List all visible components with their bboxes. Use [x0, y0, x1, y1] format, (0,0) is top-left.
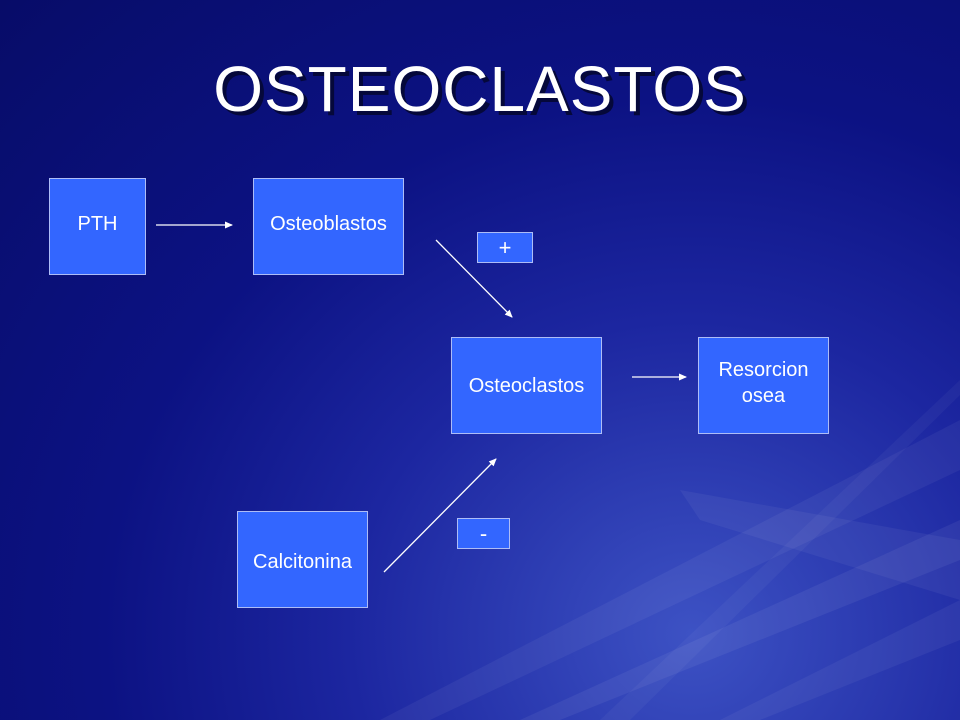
- node-resorcion-label-line2: osea: [741, 384, 786, 407]
- node-osteoblastos: Osteoblastos: [253, 178, 404, 275]
- node-osteoclastos-label: Osteoclastos: [468, 374, 585, 397]
- node-calcitonina-label: Calcitonina: [253, 550, 352, 573]
- arrow-osteoblastos-to-osteoclastos: [435, 239, 513, 318]
- inhibit-sign-label: -: [479, 520, 488, 546]
- inhibit-sign: -: [457, 518, 510, 549]
- node-osteoblastos-label: Osteoblastos: [270, 212, 387, 235]
- node-resorcion-osea: Resorcion osea: [698, 337, 829, 434]
- slide-title: OSTEOCLASTOS: [213, 53, 747, 125]
- node-osteoclastos: Osteoclastos: [451, 337, 602, 434]
- stimulate-sign-label: +: [498, 234, 512, 260]
- node-pth: PTH: [49, 178, 146, 275]
- stimulate-sign: +: [477, 232, 533, 263]
- node-calcitonina: Calcitonina: [237, 511, 368, 608]
- node-pth-label: PTH: [77, 212, 118, 235]
- arrow-calcitonina-to-osteoclastos: [383, 458, 497, 573]
- node-resorcion-label-line1: Resorcion: [718, 358, 809, 381]
